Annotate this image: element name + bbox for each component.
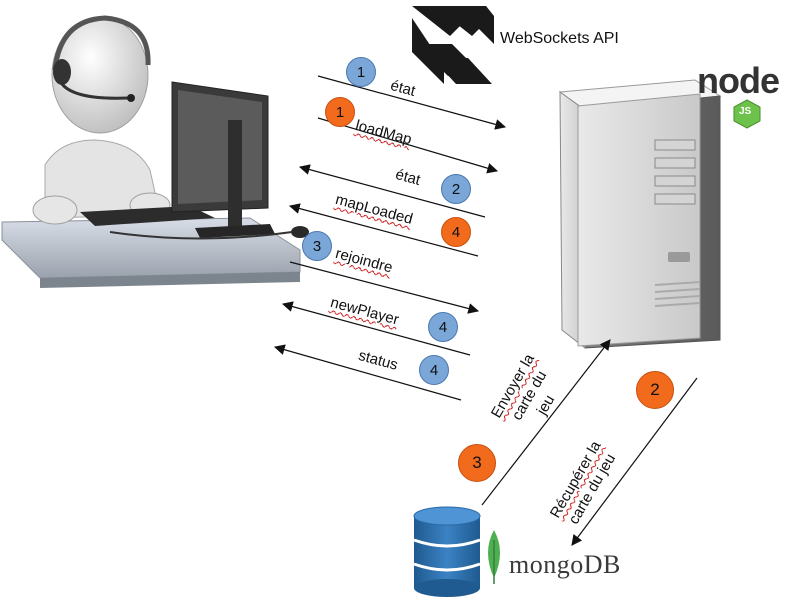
user-at-computer-illustration (1, 15, 309, 288)
mongodb-logo-text: mongoDB (509, 550, 621, 579)
arrow-maploaded (288, 203, 479, 257)
message-badge-etat-2: 2 (441, 174, 471, 204)
message-arrows (273, 75, 507, 401)
websockets-api-label: WebSockets API (500, 30, 619, 47)
arrow-fetch-map (571, 377, 698, 546)
server-tower-illustration (558, 79, 722, 350)
database-cylinder-icon (413, 506, 481, 597)
db-link-arrows (481, 339, 698, 546)
arrow-status (273, 344, 462, 401)
arrow-etat-2 (298, 164, 486, 218)
nodejs-logo-text: node (697, 60, 780, 101)
arrow-loadmap (317, 117, 499, 174)
arrow-rejoindre (289, 261, 480, 314)
message-badge-rejoindre: 3 (302, 231, 332, 261)
arrow-send-map (481, 339, 611, 506)
message-badge-status: 4 (419, 355, 449, 385)
nodejs-logo-icon (733, 99, 761, 129)
message-badge-loadmap: 1 (325, 97, 355, 127)
message-badge-maploaded: 4 (441, 217, 471, 247)
arrow-newplayer (281, 301, 471, 356)
message-badge-etat-1: 1 (346, 57, 376, 87)
mongodb-leaf-icon (488, 530, 500, 584)
message-badge-newplayer: 4 (428, 312, 458, 342)
arrow-etat-1 (317, 75, 507, 130)
websockets-logo-icon (412, 6, 494, 84)
fetch-map-badge: 2 (636, 371, 674, 409)
send-map-badge: 3 (458, 444, 496, 482)
nodejs-js-badge: JS (739, 106, 752, 117)
